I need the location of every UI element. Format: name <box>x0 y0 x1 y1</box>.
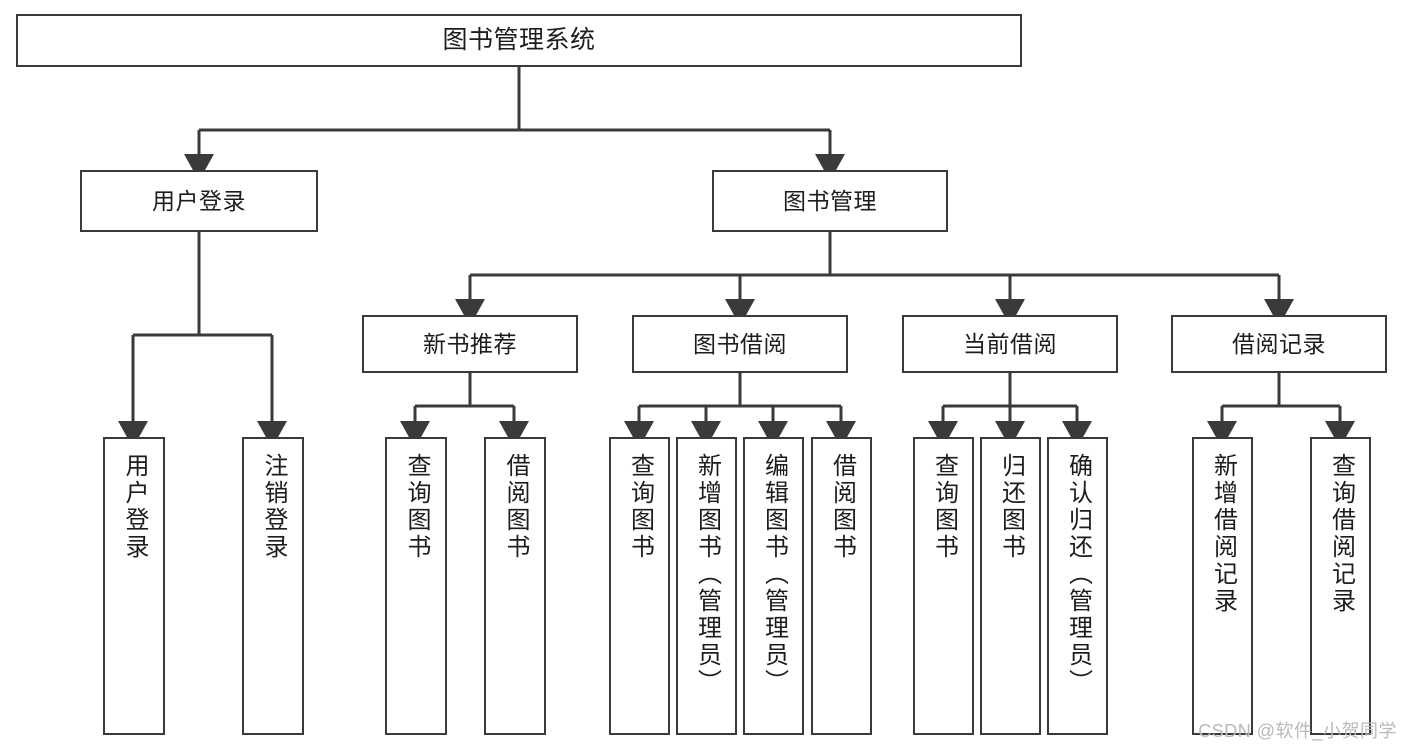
node-leaf-add-book-label: 新增图书（管理员） <box>693 453 721 696</box>
node-leaf-query-record[interactable]: 查询借阅记录 <box>1310 437 1371 735</box>
node-leaf-borrow-book-1[interactable]: 借阅图书 <box>484 437 546 735</box>
node-leaf-return-book-label: 归还图书 <box>997 453 1025 561</box>
node-leaf-query-book-1-label: 查询图书 <box>403 453 430 561</box>
node-root[interactable]: 图书管理系统 <box>16 14 1022 67</box>
node-leaf-return-book[interactable]: 归还图书 <box>980 437 1041 735</box>
node-leaf-query-book-3-label: 查询图书 <box>930 453 958 561</box>
node-borrow-record[interactable]: 借阅记录 <box>1171 315 1387 373</box>
node-leaf-borrow-book-2[interactable]: 借阅图书 <box>811 437 872 735</box>
node-leaf-add-book[interactable]: 新增图书（管理员） <box>676 437 737 735</box>
node-leaf-borrow-book-2-label: 借阅图书 <box>828 453 856 561</box>
node-new-book-recommend[interactable]: 新书推荐 <box>362 315 578 373</box>
node-book-borrow[interactable]: 图书借阅 <box>632 315 848 373</box>
node-leaf-user-login-label: 用户登录 <box>121 453 148 561</box>
node-current-borrow-label: 当前借阅 <box>963 330 1057 357</box>
node-leaf-query-record-label: 查询借阅记录 <box>1327 453 1355 615</box>
node-borrow-record-label: 借阅记录 <box>1232 330 1326 357</box>
node-book-management[interactable]: 图书管理 <box>712 170 948 232</box>
node-leaf-query-book-2-label: 查询图书 <box>626 453 654 561</box>
node-leaf-confirm-return[interactable]: 确认归还（管理员） <box>1047 437 1108 735</box>
node-new-book-recommend-label: 新书推荐 <box>423 330 517 357</box>
node-leaf-query-book-1[interactable]: 查询图书 <box>385 437 447 735</box>
node-leaf-add-record[interactable]: 新增借阅记录 <box>1192 437 1253 735</box>
node-book-management-label: 图书管理 <box>783 187 877 214</box>
node-root-label: 图书管理系统 <box>442 26 596 55</box>
node-leaf-user-logout[interactable]: 注销登录 <box>242 437 304 735</box>
node-leaf-edit-book[interactable]: 编辑图书（管理员） <box>743 437 804 735</box>
node-leaf-query-book-2[interactable]: 查询图书 <box>609 437 670 735</box>
node-leaf-user-logout-label: 注销登录 <box>260 453 287 561</box>
node-user-login-label: 用户登录 <box>152 187 246 214</box>
node-leaf-confirm-return-label: 确认归还（管理员） <box>1064 453 1092 696</box>
node-book-borrow-label: 图书借阅 <box>693 330 787 357</box>
node-user-login[interactable]: 用户登录 <box>80 170 318 232</box>
node-leaf-edit-book-label: 编辑图书（管理员） <box>760 453 788 696</box>
node-leaf-query-book-3[interactable]: 查询图书 <box>913 437 974 735</box>
node-leaf-borrow-book-1-label: 借阅图书 <box>502 453 529 561</box>
node-current-borrow[interactable]: 当前借阅 <box>902 315 1118 373</box>
watermark-text: CSDN @软件_小贺同学 <box>1198 721 1397 741</box>
node-leaf-add-record-label: 新增借阅记录 <box>1209 453 1237 615</box>
node-leaf-user-login[interactable]: 用户登录 <box>103 437 165 735</box>
